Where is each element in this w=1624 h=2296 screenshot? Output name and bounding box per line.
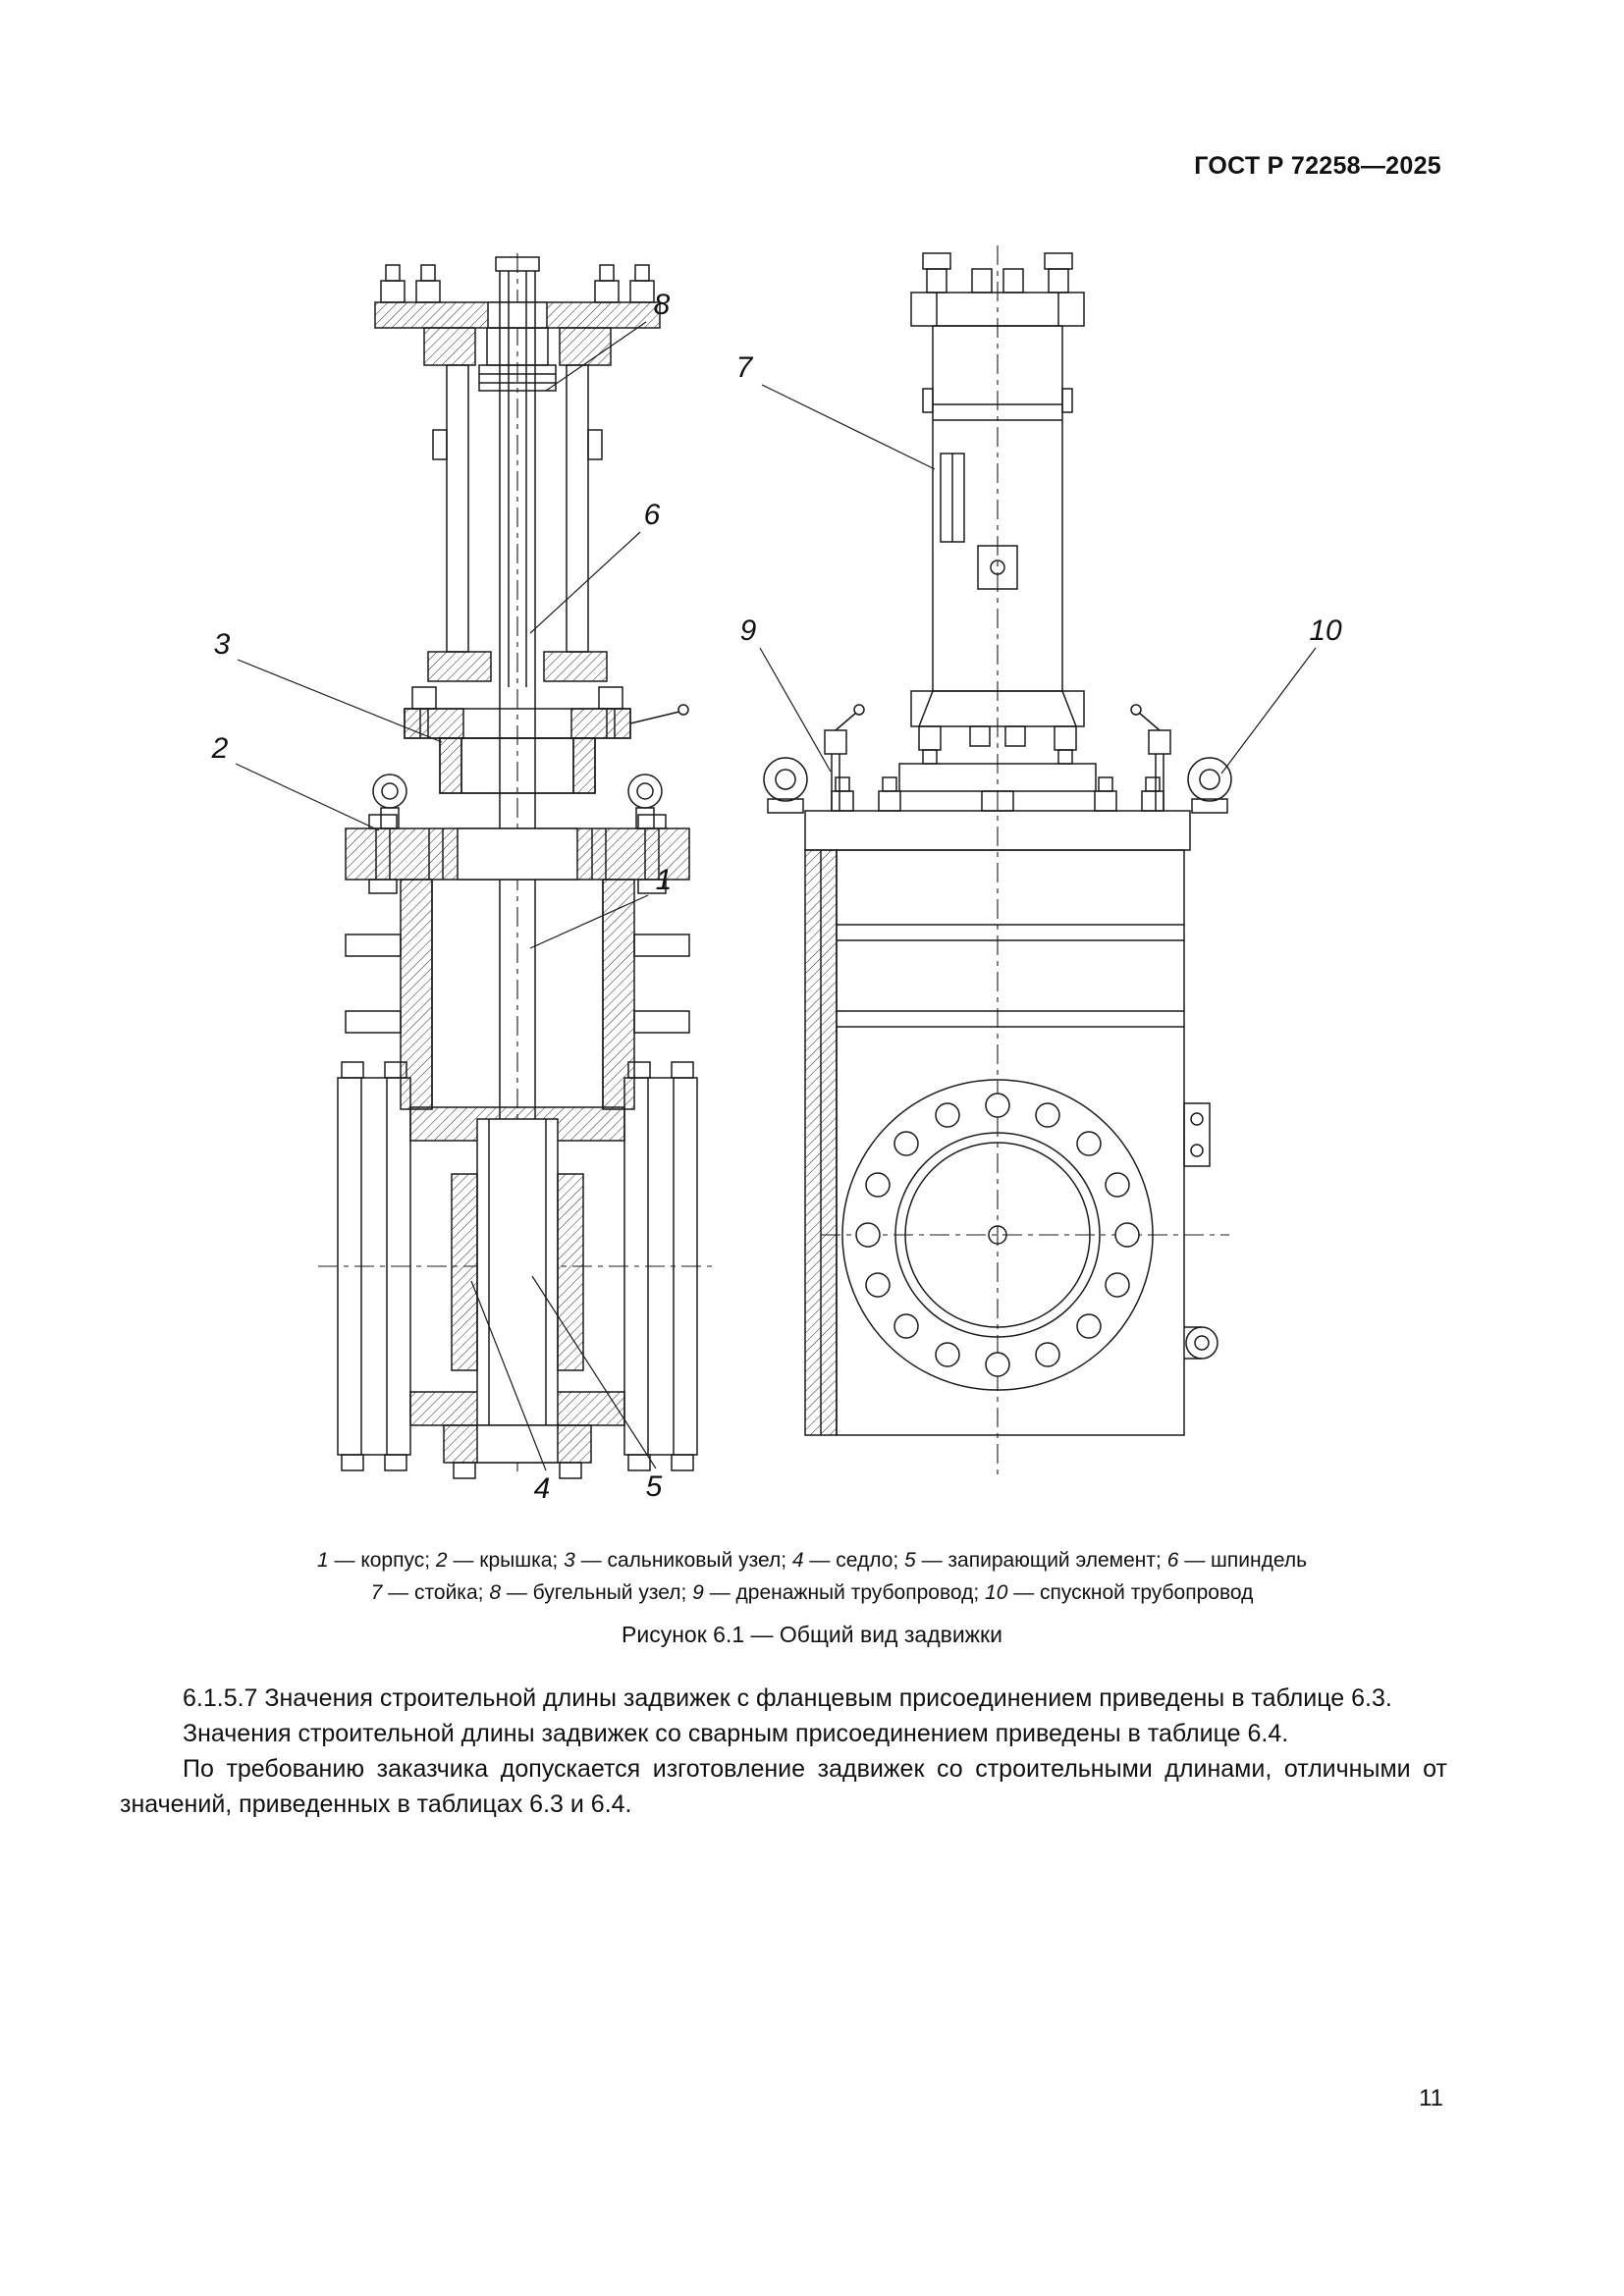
callout-4: 4 xyxy=(534,1472,551,1505)
callout-7: 7 xyxy=(736,351,754,384)
callout-8: 8 xyxy=(654,289,671,321)
right-view xyxy=(763,245,1232,1477)
right-view-callout-leaders xyxy=(759,384,1317,774)
body-text: 6.1.5.7 Значения строительной длины задв… xyxy=(120,1681,1447,1822)
callout-10: 10 xyxy=(1309,614,1342,647)
callout-9: 9 xyxy=(740,614,757,647)
callout-5: 5 xyxy=(646,1470,663,1503)
left-view-callout-leaders xyxy=(235,321,657,1471)
figure-caption: Рисунок 6.1 — Общий вид задвижки xyxy=(622,1622,1002,1647)
callout-1: 1 xyxy=(656,864,673,896)
callout-6: 6 xyxy=(644,499,661,531)
document-header: ГОСТ Р 72258—2025 xyxy=(1194,152,1441,180)
page-number: 11 xyxy=(1419,2085,1443,2111)
figure-drawing: 8 6 3 2 1 4 5 7 9 10 xyxy=(211,245,1342,1505)
figure-legend-line2: 7 — стойка; 8 — бугельный узел; 9 — дрен… xyxy=(370,1580,1254,1604)
paragraph-flanged-lengths: 6.1.5.7 Значения строительной длины задв… xyxy=(183,1684,1392,1712)
left-view-section xyxy=(318,253,717,1479)
callout-3: 3 xyxy=(214,628,231,661)
callout-2: 2 xyxy=(211,732,229,765)
figure-legend-line1: 1 — корпус; 2 — крышка; 3 — сальниковый … xyxy=(316,1549,1308,1572)
paragraph-custom-lengths: По требованию заказчика допускается изго… xyxy=(120,1755,1447,1818)
figure-legend: 1 — корпус; 2 — крышка; 3 — сальниковый … xyxy=(147,1545,1477,1609)
paragraph-welded-lengths: Значения строительной длины задвижек со … xyxy=(183,1720,1289,1747)
